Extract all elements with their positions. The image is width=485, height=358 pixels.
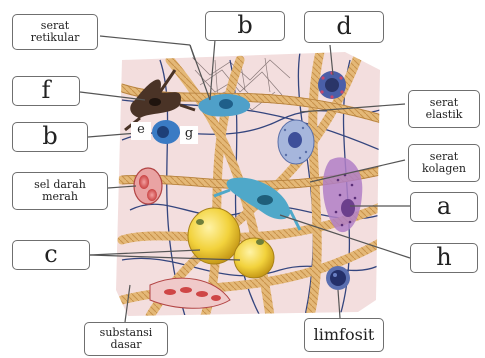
label-a: a xyxy=(410,192,478,222)
lymphocyte-cell xyxy=(326,266,350,290)
label-serat-kolagen: serat kolagen xyxy=(408,144,480,182)
label-sel-darah-merah: sel darah merah xyxy=(12,172,108,210)
label-serat-retikular-line2: retikular xyxy=(31,32,80,44)
label-substansi-dasar-line2: dasar xyxy=(110,339,141,351)
label-serat-elastik: serat elastik xyxy=(408,90,480,128)
label-f: f xyxy=(12,76,80,106)
label-d: d xyxy=(304,11,384,43)
label-b-left: b xyxy=(12,122,88,152)
label-c: c xyxy=(12,240,90,270)
label-h: h xyxy=(410,243,478,273)
label-e: e xyxy=(131,122,151,140)
label-substansi-dasar: substansi dasar xyxy=(84,322,168,356)
label-sel-darah-merah-line2: merah xyxy=(42,191,78,203)
cell-e xyxy=(152,120,180,144)
label-serat-elastik-line2: elastik xyxy=(426,109,463,121)
label-serat-kolagen-line2: kolagen xyxy=(422,163,466,175)
red-blood-cells-left xyxy=(134,168,162,204)
label-limfosit: limfosit xyxy=(304,318,384,352)
plasma-cell-d xyxy=(318,71,346,99)
label-g: g xyxy=(180,126,198,144)
label-b-top: b xyxy=(205,11,285,41)
label-serat-retikular: serat retikular xyxy=(12,14,98,50)
mast-cell-right xyxy=(278,120,314,164)
